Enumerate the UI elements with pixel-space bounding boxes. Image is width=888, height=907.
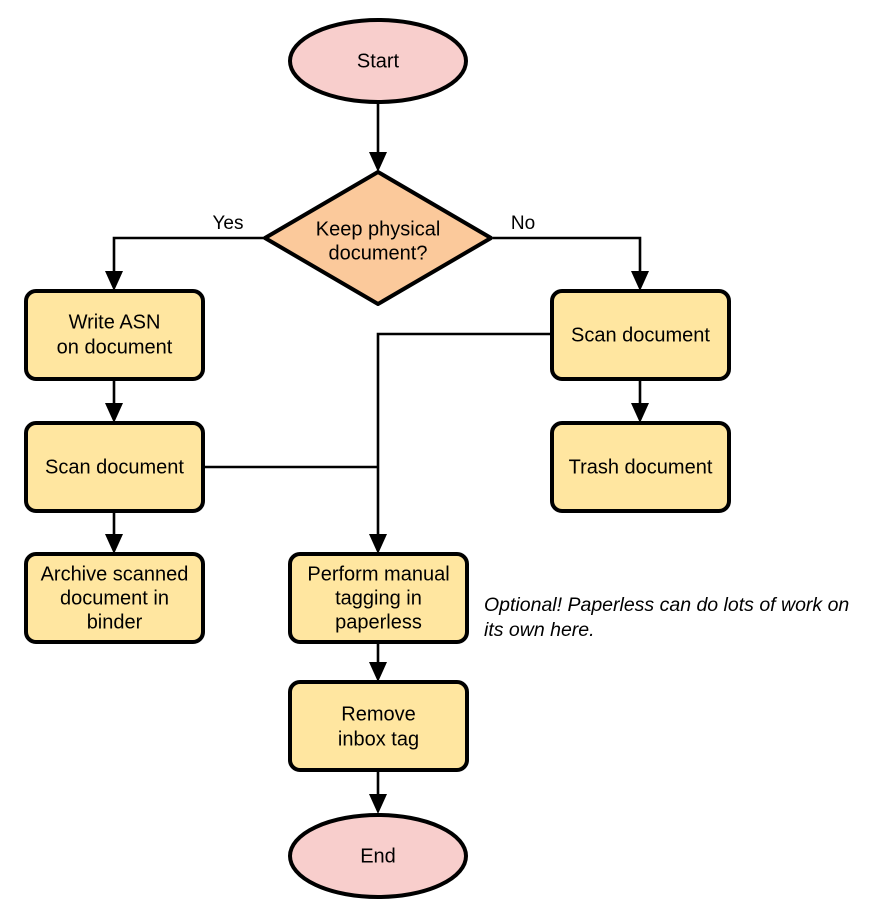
arrowhead-remove-end — [369, 794, 387, 814]
arrowhead-no-branch — [631, 271, 649, 291]
edge-label-yes: Yes — [213, 213, 244, 234]
node-start[interactable]: Start — [288, 18, 468, 104]
node-scan-document-right[interactable]: Scan document — [550, 289, 731, 381]
decision-label-line2: document? — [329, 242, 428, 264]
scan-document-right-box-shape[interactable] — [550, 289, 731, 381]
node-trash-document[interactable]: Trash document — [550, 421, 731, 513]
annotation-line2: its own here. — [484, 619, 595, 641]
tagging-label-line3: paperless — [335, 611, 422, 633]
edge-write-asn-to-scan-left — [105, 379, 123, 423]
scan-document-right-label: Scan document — [571, 324, 710, 346]
remove-inbox-box-shape[interactable] — [288, 680, 469, 772]
node-write-asn-on-document[interactable]: Write ASN on document — [24, 289, 205, 381]
write-asn-label-line2: on document — [57, 336, 173, 358]
tagging-label-line1: Perform manual — [307, 563, 449, 585]
remove-inbox-label-line1: Remove — [341, 703, 415, 725]
edge-decision-to-write-asn — [105, 236, 264, 291]
node-remove-inbox-tag[interactable]: Remove inbox tag — [288, 680, 469, 772]
trash-document-box-shape[interactable] — [550, 421, 731, 513]
edge-scan-left-to-archive — [105, 511, 123, 554]
edge-line-yes-branch — [112, 236, 264, 279]
edge-line-scanright-tagging — [376, 332, 552, 542]
archive-label-line2: document in — [60, 587, 169, 609]
edge-decision-to-scan-right — [493, 236, 649, 291]
decision-diamond-shape[interactable] — [263, 170, 493, 306]
arrowhead-scanright-tagging — [369, 534, 387, 554]
write-asn-box-shape[interactable] — [24, 289, 205, 381]
start-label: Start — [357, 50, 400, 72]
node-archive-scanned-document[interactable]: Archive scanned document in binder — [24, 552, 205, 644]
archive-label-line1: Archive scanned — [41, 563, 189, 585]
end-ellipse-shape[interactable] — [288, 813, 468, 899]
edge-line-no-branch — [493, 236, 642, 279]
node-decision-keep-physical-document[interactable]: Keep physical document? — [263, 170, 493, 306]
node-scan-document-left[interactable]: Scan document — [24, 421, 205, 513]
arrowhead-start-decision — [369, 152, 387, 172]
edge-scan-right-to-tagging — [369, 332, 552, 554]
scan-document-left-box-shape[interactable] — [24, 421, 205, 513]
node-perform-manual-tagging[interactable]: Perform manual tagging in paperless — [288, 552, 469, 644]
decision-label-line1: Keep physical — [316, 218, 441, 240]
remove-inbox-label-line2: inbox tag — [338, 728, 419, 750]
start-ellipse-shape[interactable] — [288, 18, 468, 104]
node-end[interactable]: End — [288, 813, 468, 899]
end-label: End — [360, 845, 396, 867]
edge-scan-right-to-trash — [631, 379, 649, 423]
edge-label-no: No — [511, 213, 535, 234]
arrowhead-asn-scan — [105, 403, 123, 423]
archive-box-shape[interactable] — [24, 552, 205, 644]
edge-tagging-to-remove-inbox — [369, 642, 387, 682]
scan-document-left-label: Scan document — [45, 456, 184, 478]
annotation-optional-paperless: Optional! Paperless can do lots of work … — [484, 594, 849, 641]
arrowhead-scan-trash — [631, 403, 649, 423]
write-asn-label-line1: Write ASN — [69, 311, 161, 333]
edge-start-to-decision — [369, 103, 387, 172]
edge-remove-inbox-to-end — [369, 770, 387, 814]
archive-label-line3: binder — [87, 611, 143, 633]
arrowhead-scan-archive — [105, 534, 123, 554]
tagging-label-line2: tagging in — [335, 587, 422, 609]
annotation-line1: Optional! Paperless can do lots of work … — [484, 594, 849, 616]
trash-document-label: Trash document — [569, 456, 713, 478]
arrowhead-yes-branch — [105, 271, 123, 291]
arrowhead-tagging-remove — [369, 662, 387, 682]
tagging-box-shape[interactable] — [288, 552, 469, 644]
